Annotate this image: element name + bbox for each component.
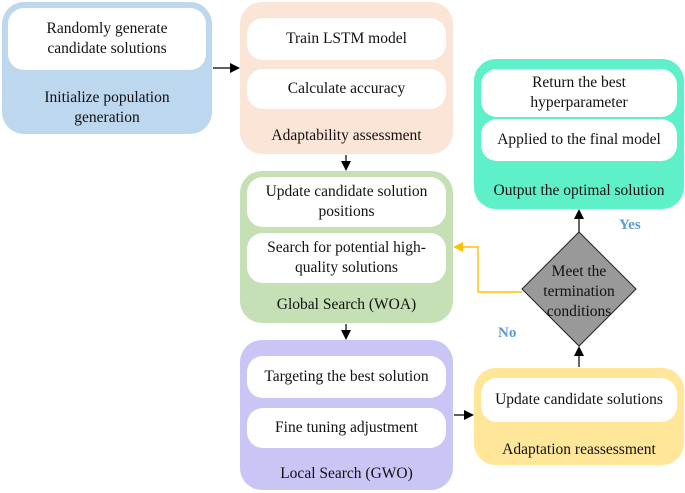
output-step-return: Return the best hyperparameter — [481, 69, 677, 117]
init-caption: Initialize population generation — [44, 89, 170, 127]
reassess-panel: Update candidate solutions Adaptation re… — [474, 368, 684, 465]
woa-step-search: Search for potential high-quality soluti… — [247, 233, 446, 283]
woa-caption: Global Search (WOA) — [276, 296, 417, 313]
output-step-apply: Applied to the final model — [481, 119, 677, 161]
output-caption: Output the optimal solution — [493, 182, 665, 199]
adapt-step-train: Train LSTM model — [247, 18, 446, 60]
reassess-caption: Adaptation reassessment — [502, 441, 656, 458]
adapt-caption: Adaptability assessment — [271, 127, 422, 144]
gwo-panel: Targeting the best solution Fine tuning … — [240, 340, 453, 490]
no-label: No — [498, 325, 517, 341]
decision-text: Meet the termination conditions — [543, 263, 615, 321]
woa-panel: Update candidate solution positions Sear… — [240, 171, 453, 323]
gwo-caption: Local Search (GWO) — [280, 465, 413, 482]
adapt-panel: Train LSTM model Calculate accuracy Adap… — [240, 2, 453, 154]
arrow-decision-to-woa — [453, 242, 522, 293]
init-step: Randomly generate candidate solutions — [8, 8, 206, 70]
adapt-step-accuracy: Calculate accuracy — [247, 69, 446, 109]
output-panel: Return the best hyperparameter Applied t… — [474, 59, 684, 209]
gwo-step-target: Targeting the best solution — [247, 356, 446, 398]
init-panel: Randomly generate candidate solutions In… — [2, 2, 212, 134]
yes-label: Yes — [619, 217, 641, 233]
gwo-step-finetune: Fine tuning adjustment — [247, 408, 446, 448]
woa-step-update: Update candidate solution positions — [247, 177, 446, 227]
reassess-step: Update candidate solutions — [481, 378, 677, 422]
decision-diamond — [521, 231, 637, 347]
